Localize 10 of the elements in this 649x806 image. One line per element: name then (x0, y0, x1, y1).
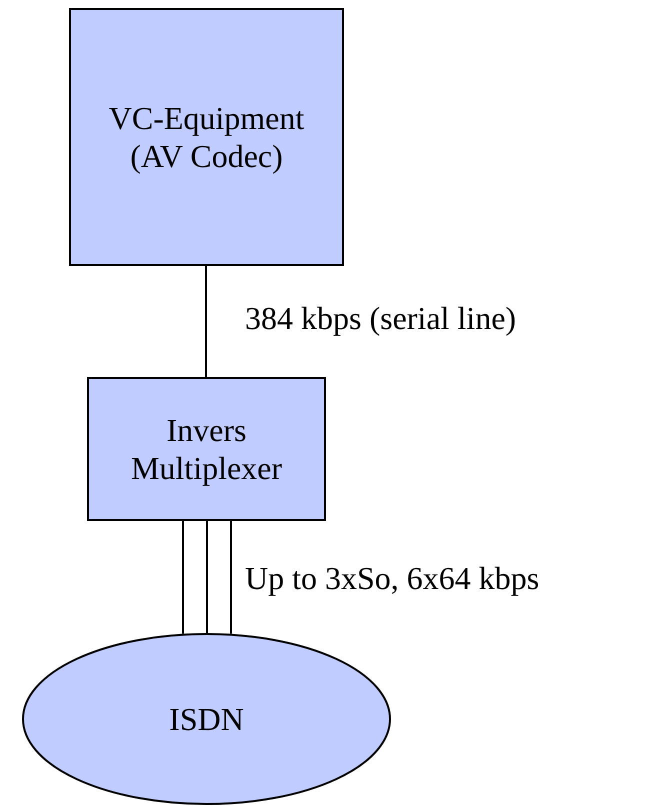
connector-line (182, 521, 184, 634)
network-ellipse (22, 633, 391, 805)
connector-line (206, 521, 208, 633)
node-label: Invers Multiplexer (130, 411, 284, 487)
device-box (69, 8, 344, 266)
connector-line (205, 266, 207, 377)
node-label: ISDN (169, 700, 244, 738)
node-label: VC-Equipment (AV Codec) (108, 99, 306, 175)
device-box (87, 377, 326, 521)
connector-line (230, 521, 232, 634)
